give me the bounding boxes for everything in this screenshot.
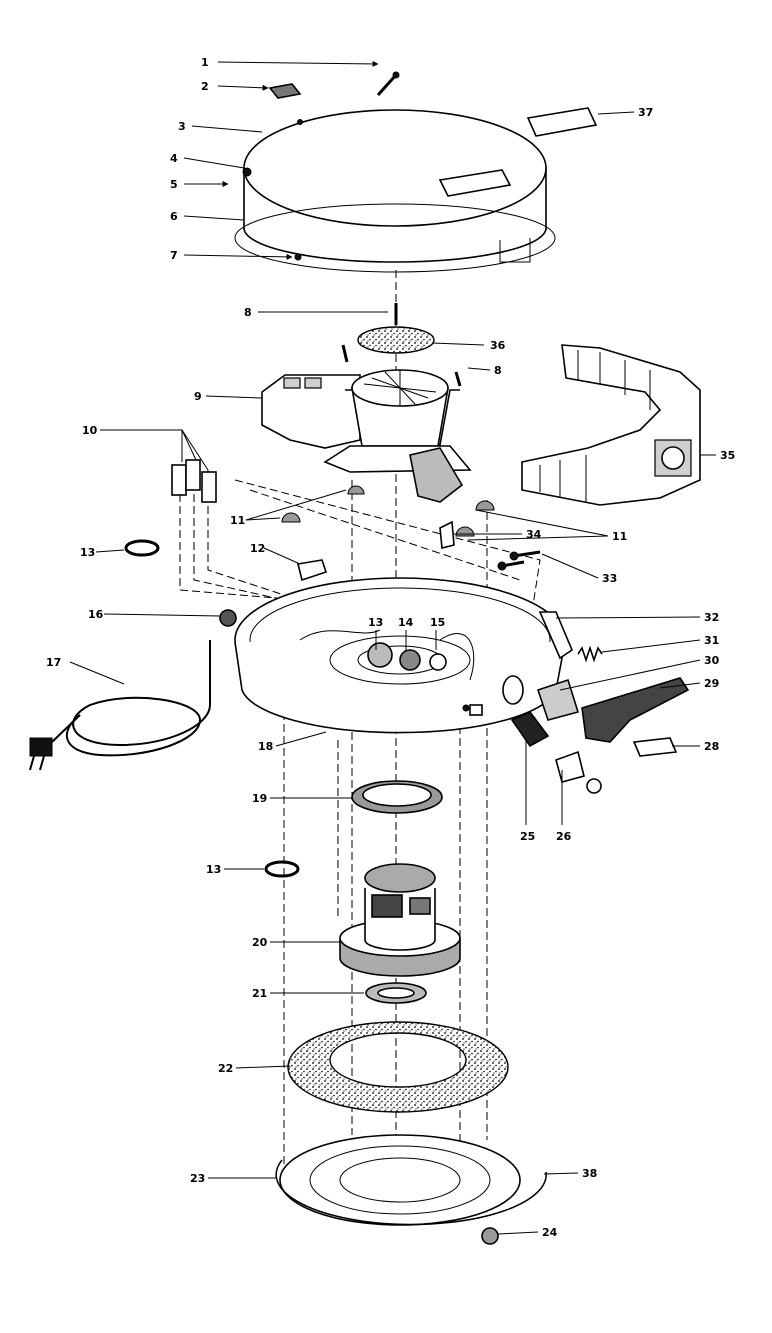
part-22-foam-ring [287,1021,509,1113]
part-3-cover [234,109,556,273]
callout-17: 17 [46,656,61,669]
callout-21: 21 [252,987,267,1000]
callout-16: 16 [88,608,104,621]
callout-8-top: 8 [244,306,252,319]
callout-33: 33 [602,572,617,585]
part-24-caster [481,1227,499,1245]
part-12-bracket [297,559,328,582]
part-34-clip [439,520,455,550]
callout-30: 30 [704,654,720,667]
part-23-base-plate [279,1134,521,1226]
callout-31: 31 [704,634,719,647]
part-8-screws [341,303,462,387]
callout-leader-lines [69,60,716,1235]
callout-13-lower: 13 [206,863,221,876]
callout-26: 26 [556,830,572,843]
callout-11-left: 11 [230,514,245,527]
part-32-handle [538,611,573,660]
callout-numbers: 1 2 3 4 5 6 7 8 36 8 9 10 11 11 34 12 13… [46,56,735,1239]
part-37-label-plate [526,107,598,137]
callout-29: 29 [704,677,719,690]
part-2-clip [268,83,302,99]
callout-3: 3 [178,120,186,133]
callout-32: 32 [704,611,719,624]
callout-34: 34 [526,528,542,541]
part-16-grommet [219,609,237,627]
part-35-bag [521,344,701,506]
callout-13-upper: 13 [80,546,95,559]
part-26-bracket-nut [555,750,602,794]
callout-23: 23 [190,1172,205,1185]
callout-8-right: 8 [494,364,502,377]
callout-20: 20 [252,936,268,949]
part-9-bracket-housing [261,369,472,503]
part-10-connectors [171,459,217,503]
callout-2: 2 [201,80,209,93]
callout-4: 4 [170,152,178,165]
part-19-ring [351,780,443,814]
part-36-filter-disk [357,326,435,354]
callout-14: 14 [398,616,414,629]
part-20-motor [339,863,461,977]
part-30-nozzle [502,675,580,721]
callout-6: 6 [170,210,178,223]
callout-13-bowl: 13 [368,616,383,629]
callout-10: 10 [82,424,98,437]
callout-15: 15 [430,616,445,629]
callout-24: 24 [542,1226,558,1239]
callout-11-right: 11 [612,530,627,543]
callout-5: 5 [170,178,178,191]
callout-36: 36 [490,339,506,352]
callout-19: 19 [252,792,267,805]
part-25-switch [510,711,550,748]
callout-12: 12 [250,542,265,555]
callout-1: 1 [201,56,209,69]
part-21-gasket [365,982,427,1004]
callout-22: 22 [218,1062,233,1075]
callout-37: 37 [638,106,653,119]
part-31-spring [577,645,603,663]
part-13-clamp-lower [264,860,300,878]
callout-18: 18 [258,740,273,753]
part-17-power-cord [29,640,211,771]
callout-9: 9 [194,390,202,403]
callout-28: 28 [704,740,719,753]
part-18-base-bowl [234,577,566,734]
part-38-ring [275,1159,547,1226]
callout-25: 25 [520,830,535,843]
callout-35: 35 [720,449,735,462]
part-13-clamp-upper [124,539,160,557]
part-33-screws [497,550,541,571]
callout-38: 38 [582,1167,597,1180]
part-29-lever [581,677,690,743]
part-11-nuts [281,485,495,537]
part-28-latch [632,737,678,757]
part-1-screw [376,71,400,97]
callout-7: 7 [170,249,178,262]
